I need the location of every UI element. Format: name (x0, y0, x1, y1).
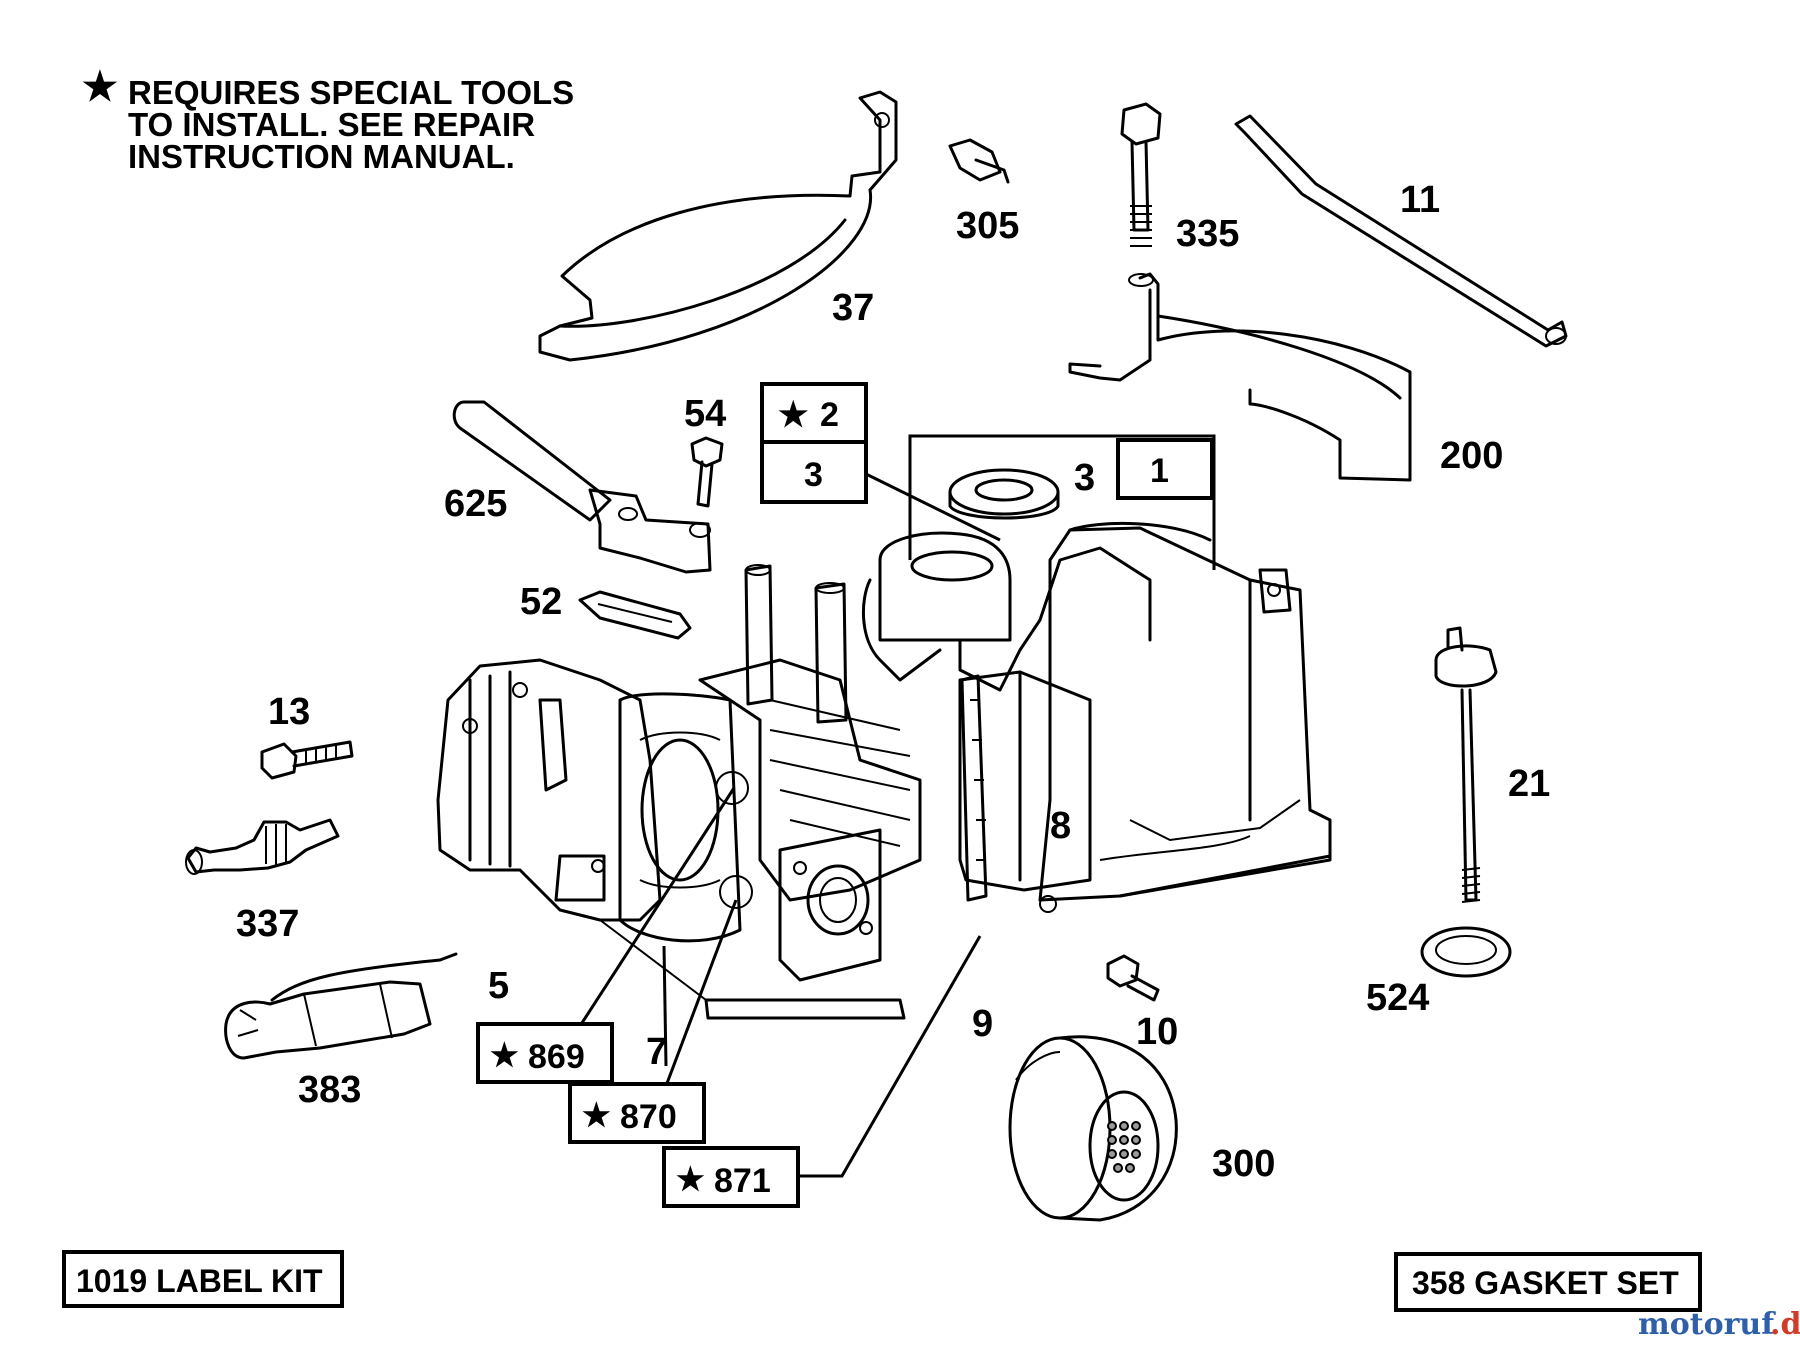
watermark-brand: motoruf (1638, 1307, 1776, 1342)
callout-335: 335 (1176, 213, 1239, 255)
box-3: 3 (760, 440, 868, 504)
box-3-label: 3 (804, 456, 823, 494)
callout-383: 383 (298, 1069, 361, 1111)
callout-11: 11 (1400, 179, 1440, 221)
part-3-seal (948, 468, 1060, 520)
note-line-2: TO INSTALL. SEE REPAIR (128, 106, 535, 143)
box-1-label: 1 (1150, 452, 1169, 490)
part-11-rod (1234, 114, 1568, 348)
part-52-gasket (578, 590, 692, 640)
star-icon: ★ (490, 1037, 519, 1073)
callout-3: 3 (1074, 457, 1095, 499)
callout-21: 21 (1508, 763, 1550, 805)
box-870-label: 870 (620, 1098, 677, 1136)
gasket-set-box: 358 GASKET SET (1394, 1252, 1702, 1312)
label-kit-text: 1019 LABEL KIT (76, 1263, 323, 1299)
callout-54: 54 (684, 393, 726, 435)
label-kit-box: 1019 LABEL KIT (62, 1250, 344, 1308)
part-21-dipstick (1434, 626, 1498, 903)
crankcase-assembly (436, 521, 1332, 1020)
star-icon: ★ (582, 1097, 611, 1133)
part-305-bolt (948, 138, 1010, 184)
star-icon: ★ (82, 65, 118, 109)
callout-200: 200 (1440, 435, 1503, 477)
part-524-o-ring (1420, 926, 1512, 978)
box-star-870: ★ 870 (568, 1082, 706, 1144)
callout-305: 305 (956, 205, 1019, 247)
part-625-tube (452, 400, 712, 574)
callout-labels: 305 335 11 37 54 625 3 200 52 13 21 8 33… (236, 179, 1550, 1185)
box-871-label: 871 (714, 1162, 771, 1200)
callout-8: 8 (1050, 805, 1071, 847)
part-10-screw (1106, 954, 1160, 1002)
leader-lines (578, 434, 1216, 1178)
callout-5: 5 (488, 965, 509, 1007)
box-star-869: ★ 869 (476, 1022, 614, 1084)
callout-7: 7 (646, 1031, 667, 1073)
part-337-spark-plug (185, 818, 340, 875)
part-300-muffler (1008, 1035, 1178, 1222)
star-icon: ★ (676, 1161, 705, 1197)
callout-52: 52 (520, 581, 562, 623)
part-335-bolt (1120, 102, 1162, 247)
box-2-label: 2 (820, 396, 839, 434)
callout-9: 9 (972, 1003, 993, 1045)
part-200-plate (1068, 272, 1412, 482)
part-54-screw (690, 436, 724, 508)
part-383-wrench (224, 952, 458, 1060)
note-line-3: INSTRUCTION MANUAL. (128, 138, 515, 175)
callout-337: 337 (236, 903, 299, 945)
box-star-871: ★ 871 (662, 1146, 800, 1208)
star-icon: ★ (778, 396, 808, 434)
special-tools-note: ★ REQUIRES SPECIAL TOOLS TO INSTALL. SEE… (82, 65, 574, 175)
box-1: 1 (1116, 438, 1214, 500)
callout-524: 524 (1366, 977, 1429, 1019)
muffler-perforations (1107, 1121, 1141, 1173)
callout-10: 10 (1136, 1011, 1178, 1053)
callout-625: 625 (444, 483, 507, 525)
watermark-suffix: .de (1770, 1307, 1800, 1342)
note-line-1: REQUIRES SPECIAL TOOLS (128, 74, 574, 111)
box-star-2: ★ 2 (760, 382, 868, 444)
gasket-set-text: 358 GASKET SET (1412, 1265, 1679, 1301)
box-869-label: 869 (528, 1038, 585, 1076)
callout-300: 300 (1212, 1143, 1275, 1185)
part-37-baffle (538, 90, 898, 362)
part-13-bolt (260, 740, 354, 780)
callout-13: 13 (268, 691, 310, 733)
callout-37: 37 (832, 287, 874, 329)
watermark-logo: motoruf .de (1638, 1307, 1800, 1342)
